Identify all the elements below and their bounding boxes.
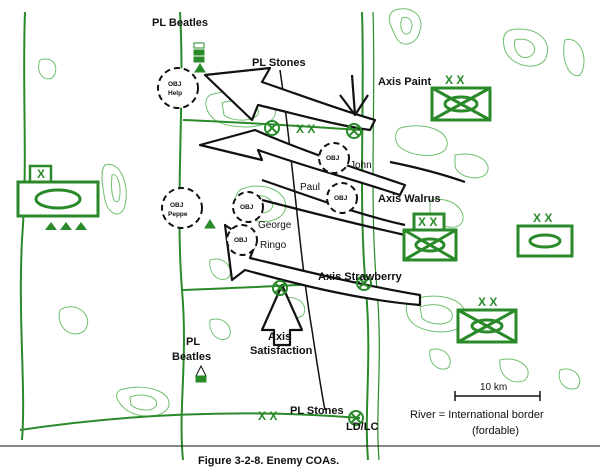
friendly-echelon: X xyxy=(37,167,45,181)
axis-paint-label: Axis Paint xyxy=(378,76,432,88)
west-river xyxy=(19,11,26,441)
enemy-unit-3 xyxy=(516,224,574,258)
scale-bar xyxy=(454,391,541,401)
axis-strawberry-label: Axis Strawberry xyxy=(318,271,403,283)
obj-george-prefix: OBJ xyxy=(240,204,254,211)
figure-caption: Figure 3-2-8. Enemy COAs. xyxy=(198,455,339,467)
scale-label: 10 km xyxy=(480,382,507,393)
river-note-1: River = International border xyxy=(410,409,544,421)
obj-george-name: George xyxy=(258,220,292,231)
axis-arrows xyxy=(198,66,466,347)
obj-paul-prefix: OBJ xyxy=(334,195,348,202)
friendly-brigade-unit xyxy=(16,164,100,230)
roads xyxy=(19,11,380,461)
crossing-points xyxy=(264,120,372,426)
obj-paul-name: Paul xyxy=(300,182,320,193)
obj-ringo-prefix: OBJ xyxy=(234,237,248,244)
supply-symbols xyxy=(193,42,216,383)
pl-beatles-south-label-1: PL xyxy=(186,336,200,348)
obj-help-circle xyxy=(157,67,199,109)
obj-ringo-name: Ringo xyxy=(260,240,287,251)
objectives xyxy=(157,67,358,256)
enemy-unit-1 xyxy=(430,86,492,122)
boundary-marks-north: X X xyxy=(296,122,315,136)
obj-john-prefix: OBJ xyxy=(326,155,340,162)
ld-lc-label: LD/LC xyxy=(346,421,378,433)
enemy-unit-4 xyxy=(456,308,518,344)
obj-john-circle xyxy=(318,142,350,174)
phase-line-stones xyxy=(279,69,326,411)
obj-peppe-circle xyxy=(161,187,203,229)
axis-satisfaction-label: Satisfaction xyxy=(250,345,313,357)
enemy-unit-4-echelon: X X xyxy=(478,295,497,309)
pl-stones-south-label: PL Stones xyxy=(290,405,344,417)
boundary-marks-south: X X xyxy=(258,409,277,423)
enemy-unit-3-echelon: X X xyxy=(533,211,552,225)
river-note-2: (fordable) xyxy=(472,425,519,437)
obj-help-name: Help xyxy=(168,90,182,97)
obj-peppe-name: Peppe xyxy=(168,211,188,218)
enemy-unit-2 xyxy=(402,212,458,262)
obj-ringo-circle xyxy=(226,224,258,256)
axis-walrus-label: Axis Walrus xyxy=(378,193,441,205)
obj-help-prefix: OBJ xyxy=(168,81,182,88)
pl-beatles-south-label: Beatles xyxy=(172,351,211,363)
enemy-unit-1-echelon: X X xyxy=(445,73,464,87)
axis-satisfaction-label-1: Axis xyxy=(268,331,291,343)
pl-stones-north-label: PL Stones xyxy=(252,57,306,69)
obj-john-name: John xyxy=(350,160,372,171)
pl-beatles-north-label: PL Beatles xyxy=(152,17,208,29)
obj-paul-circle xyxy=(326,182,358,214)
obj-george-circle xyxy=(232,191,264,223)
obj-peppe-prefix: OBJ xyxy=(170,202,184,209)
enemy-unit-2-echelon: X X xyxy=(418,215,437,229)
